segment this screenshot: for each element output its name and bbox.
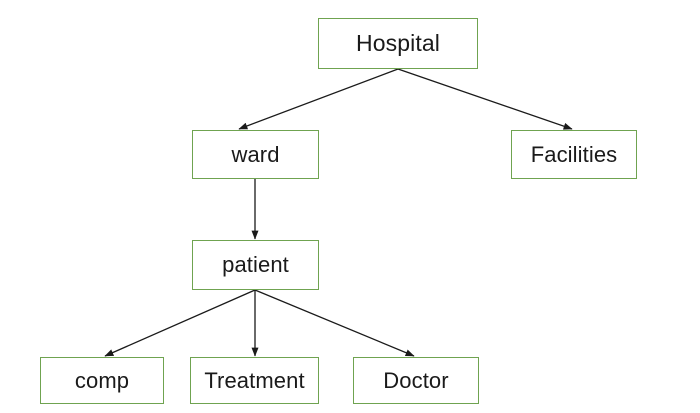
node-doctor[interactable]: Doctor (353, 357, 479, 404)
edge-hospital-ward (238, 68, 399, 130)
node-ward[interactable]: ward (192, 130, 319, 179)
node-hospital-label: Hospital (356, 30, 440, 56)
node-ward-label: ward (231, 141, 280, 167)
node-patient[interactable]: patient (192, 240, 319, 290)
node-facilities-label: Facilities (530, 141, 618, 167)
node-comp-label: comp (74, 367, 130, 393)
node-hospital[interactable]: Hospital (318, 18, 478, 69)
node-treatment-label: Treatment (204, 367, 305, 393)
node-patient-label: patient (222, 252, 289, 277)
node-comp[interactable]: comp (40, 357, 164, 404)
edge-patient-doctor (254, 289, 415, 357)
node-doctor-label: Doctor (383, 367, 449, 393)
edge-hospital-facilities (397, 68, 573, 130)
node-treatment[interactable]: Treatment (190, 357, 319, 404)
edge-patient-comp (104, 289, 256, 357)
node-facilities[interactable]: Facilities (511, 130, 637, 179)
